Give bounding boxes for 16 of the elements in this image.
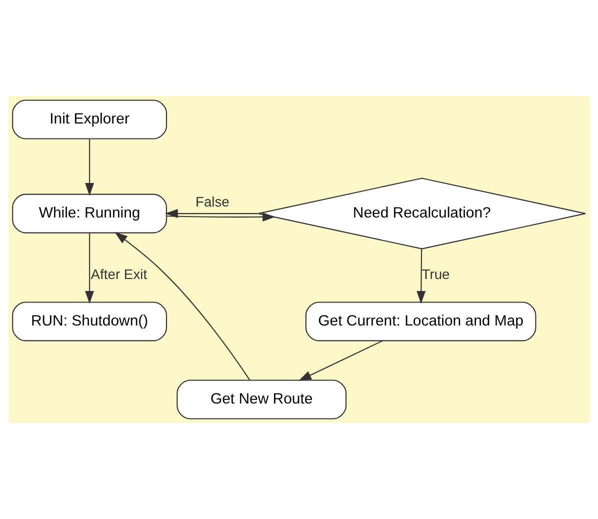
node-box: Get New Route: [176, 380, 347, 420]
node-diamond: Need Recalculation?: [258, 178, 586, 250]
arrow: [114, 232, 250, 380]
edge-label: True: [422, 266, 450, 282]
arrow: [85, 233, 94, 304]
edge-label: False: [195, 193, 230, 210]
node-box: Get Current: Location and Map: [305, 302, 536, 342]
arrow: [165, 209, 258, 218]
node-box: RUN: Shutdown(): [12, 302, 168, 342]
edge-label: After Exit: [90, 266, 148, 282]
arrow: [416, 248, 426, 304]
node-box: Init Explorer: [12, 100, 168, 140]
arrow: [298, 340, 383, 381]
arrow: [166, 212, 276, 222]
node-box: While: Running: [12, 194, 168, 234]
arrow: [85, 139, 94, 196]
